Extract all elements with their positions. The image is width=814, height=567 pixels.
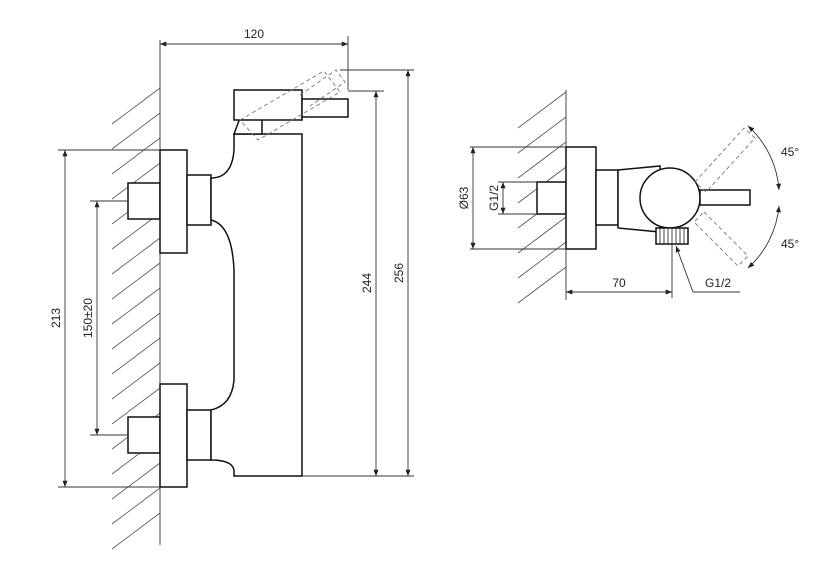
dim-inlet-thread: G1/2 (487, 182, 506, 214)
dim-diameter: Ø63 (457, 147, 476, 249)
dim-total-height-label: 256 (392, 263, 406, 283)
dim-outlet-height: 213 (49, 150, 68, 487)
front-view: 120 244 256 213 150±20 (49, 27, 414, 550)
upper-nut (186, 174, 212, 226)
side-nut (595, 169, 619, 226)
dim-diameter-label: Ø63 (457, 186, 471, 209)
dim-inlet-thread-label: G1/2 (487, 185, 501, 211)
lower-nut (186, 409, 212, 461)
side-inlet-pipe (536, 181, 567, 215)
mixer-body (210, 133, 303, 477)
dim-depth: 70 (566, 276, 672, 295)
side-lever (699, 189, 751, 206)
upper-inlet-pipe (127, 182, 161, 220)
wall-hatching (111, 87, 161, 550)
lever-cartridge (233, 89, 303, 121)
side-body-round (639, 167, 701, 229)
dim-depth-label: 70 (612, 276, 626, 290)
dim-spacing-label: 150±20 (81, 298, 95, 338)
upper-flange (159, 149, 188, 254)
outlet-thread-lines (659, 228, 685, 244)
side-lever-ghost-up (694, 127, 756, 193)
dim-outlet-height-label: 213 (49, 308, 63, 328)
angle-arc-down (747, 205, 781, 269)
angle-up-label: 45° (781, 145, 799, 159)
dim-total-height: 256 (392, 70, 411, 476)
lower-flange (159, 383, 188, 488)
lever-handle (301, 98, 349, 118)
side-flange (565, 146, 597, 250)
dim-body-height-label: 244 (360, 273, 374, 293)
side-lever-ghost-down (693, 211, 749, 267)
outlet-thread-leader: G1/2 (675, 245, 740, 293)
angle-down-label: 45° (781, 237, 799, 251)
dim-spacing: 150±20 (81, 201, 100, 435)
dim-width-label: 120 (244, 27, 264, 41)
outlet-thread-label: G1/2 (705, 276, 731, 290)
side-view: 45° 45° Ø63 G1/2 70 G1/2 (457, 90, 799, 304)
dim-width: 120 (160, 27, 349, 90)
lever-alt-position (239, 69, 346, 141)
dim-body-height: 244 (360, 91, 379, 476)
lower-inlet-pipe (127, 416, 161, 454)
angle-arc-up (747, 125, 782, 191)
